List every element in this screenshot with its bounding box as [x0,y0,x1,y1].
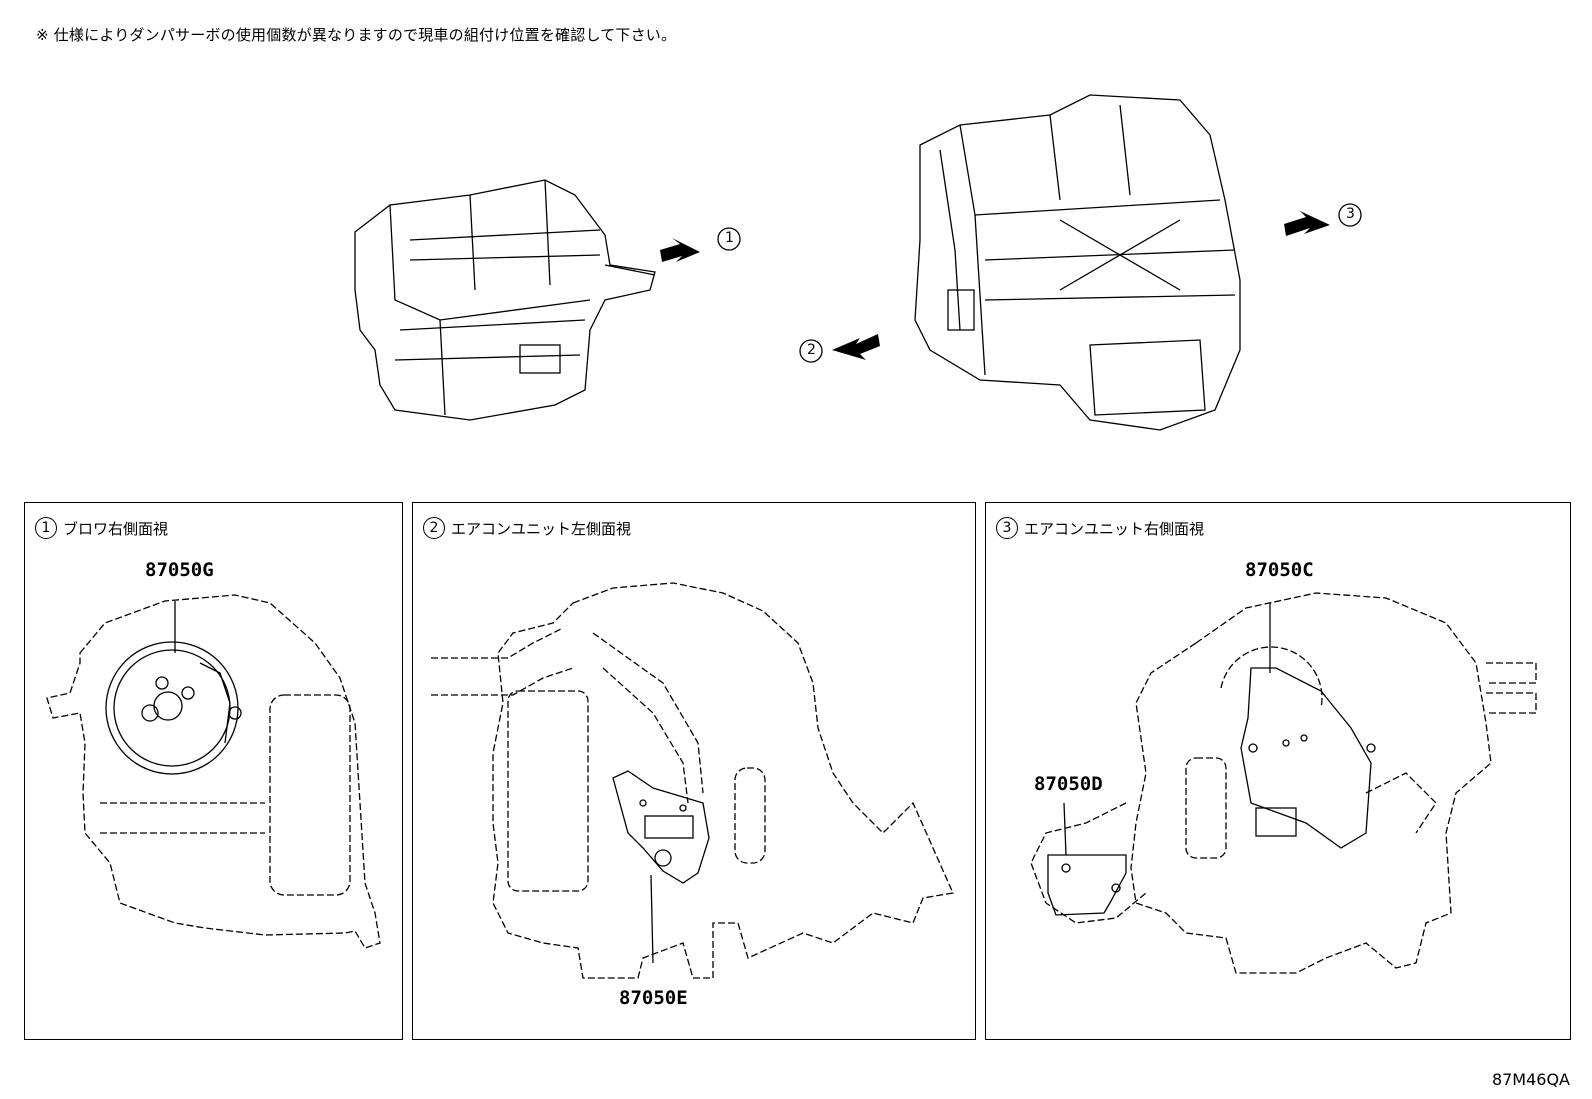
part-87050C: 87050C [1245,559,1314,581]
panel-1-title: 1 ブロワ右側面視 [35,517,168,539]
hvac-unit-illustration [914,94,1241,431]
figure-code: 87M46QA [1491,1070,1570,1089]
panel-3-number: 3 [996,517,1018,539]
damper-servo-87050E-shape [612,770,710,884]
view-arrow-1 [660,238,700,262]
view-arrow-3 [1284,211,1330,236]
damper-servo-87050D-shape [1047,854,1127,916]
callout-circle-3 [1338,203,1362,227]
blower-side-drawing [46,594,381,949]
blower-unit-illustration [354,179,656,421]
panel-2-label: エアコンユニット左側面視 [451,519,632,538]
unit-perspective-illustrations [354,94,1362,431]
callout-label-3: 3 [1346,206,1355,222]
callout-label-1: 1 [725,230,734,246]
panel-ac-left-view: 2 エアコンユニット左側面視 87050E [412,502,976,1040]
panel-3-label: エアコンユニット右側面視 [1024,519,1205,538]
callout-label-2: 2 [807,342,816,358]
panel-2-number: 2 [423,517,445,539]
ac-right-side-drawing [1030,592,1537,974]
blower-fan-circle [105,641,239,775]
part-87050G: 87050G [145,559,214,581]
panel-3-title: 3 エアコンユニット右側面視 [996,517,1204,539]
ac-left-side-drawing [431,582,954,979]
panel-1-number: 1 [35,517,57,539]
panel-ac-right-view: 3 エアコンユニット右側面視 87050C 87050D [985,502,1571,1040]
panel-1-label: ブロワ右側面視 [63,519,169,538]
part-87050D: 87050D [1034,773,1103,795]
callout-circle-1 [717,227,741,251]
installation-note: ※ 仕様によりダンパサーボの使用個数が異なりますので現車の組付け位置を確認して下… [36,26,677,44]
panel-2-title: 2 エアコンユニット左側面視 [423,517,631,539]
view-arrow-2 [832,334,880,360]
panel-blower-right-view: 1 ブロワ右側面視 87050G [24,502,403,1040]
part-87050E: 87050E [619,987,688,1009]
callout-circle-2 [799,339,823,363]
damper-servo-87050C-shape [1240,667,1372,849]
